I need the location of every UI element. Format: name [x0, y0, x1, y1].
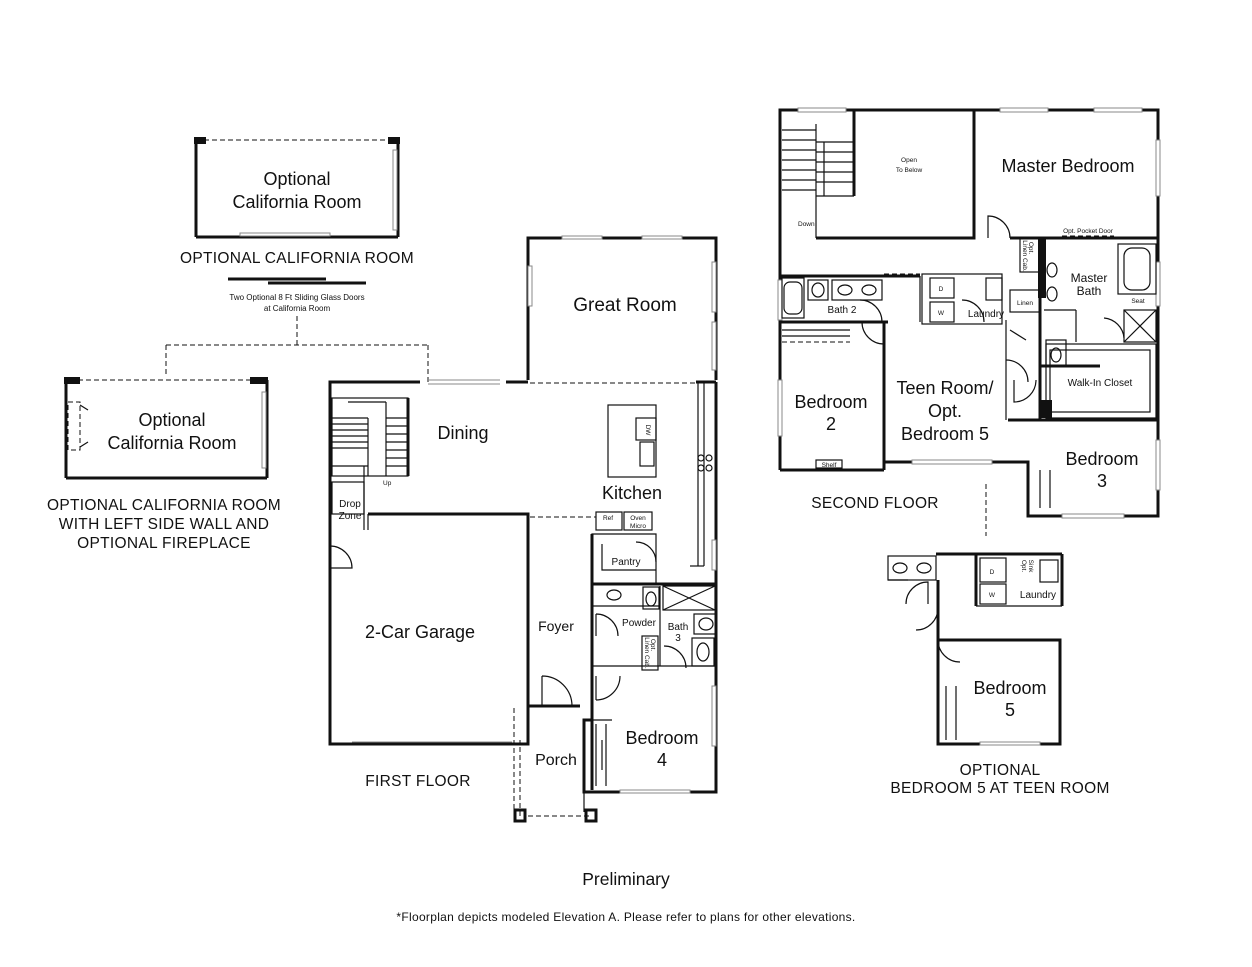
bedroom2-label-line2: 2 — [826, 414, 836, 434]
kitchen-label: Kitchen — [602, 483, 662, 503]
cr-left-room-line2: California Room — [107, 433, 236, 453]
shelf-label: Shelf — [822, 462, 837, 469]
opt-pocket-door-label: Opt. Pocket Door — [1063, 228, 1114, 235]
linen-label: Linen — [1017, 300, 1033, 307]
cr-top-caption: OPTIONAL CALIFORNIA ROOM — [180, 250, 414, 267]
washer-label: W — [938, 310, 945, 317]
opt-bedroom5-caption-line1: OPTIONAL — [960, 762, 1041, 779]
sliding-door-symbol — [228, 277, 366, 285]
powder-label: Powder — [622, 618, 657, 629]
opt-sink-line2: Sink — [1027, 560, 1034, 573]
opt-linen-cab-label-line2: Linen Cab. — [643, 637, 650, 669]
optional-bedroom5-plan — [887, 484, 1064, 746]
preliminary-label: Preliminary — [582, 869, 670, 889]
note-leader-lines — [165, 316, 429, 382]
bedroom5-label-line1: Bedroom — [973, 678, 1046, 698]
cr-left-caption-line3: OPTIONAL FIREPLACE — [77, 535, 251, 552]
bedroom4-label-line1: Bedroom — [625, 728, 698, 748]
dining-label: Dining — [437, 423, 488, 443]
drop-zone-label-line1: Drop — [339, 499, 361, 510]
sliding-doors-note-line2: at California Room — [264, 304, 331, 313]
cr-left-caption-line1: OPTIONAL CALIFORNIA ROOM — [47, 497, 281, 514]
micro-label: Micro — [630, 523, 646, 530]
stair-down-label: Down — [798, 221, 815, 228]
second-floor-caption: SECOND FLOOR — [811, 495, 939, 512]
opt-dryer-label: D — [990, 569, 995, 576]
garage-label: 2-Car Garage — [365, 622, 475, 642]
bedroom3-label-line2: 3 — [1097, 471, 1107, 491]
foyer-label: Foyer — [538, 618, 574, 634]
cr-left-room-line1: Optional — [138, 410, 205, 430]
optional-california-room-top — [194, 137, 400, 239]
great-room-label: Great Room — [573, 295, 676, 316]
master-bath-label-line2: Bath — [1077, 284, 1102, 298]
master-bath-label-line1: Master — [1071, 271, 1108, 285]
laundry-label: Laundry — [968, 309, 1004, 320]
drop-zone-label-line2: Zone — [339, 511, 362, 522]
cr-top-room-line1: Optional — [263, 169, 330, 189]
bedroom5-label-line2: 5 — [1005, 700, 1015, 720]
first-floor-caption: FIRST FLOOR — [365, 773, 471, 790]
dishwasher-label: DW — [644, 425, 651, 437]
pantry-label: Pantry — [612, 557, 641, 568]
teen-room-label-line2: Opt. — [928, 401, 962, 421]
opt-linen-cab2-line1: Opt. — [1027, 242, 1034, 254]
opt-linen-cab-label-line1: Opt. — [649, 639, 656, 651]
second-floor-walls — [777, 107, 1161, 519]
bedroom3-label-line1: Bedroom — [1065, 449, 1138, 469]
bath3-label-line2: 3 — [675, 633, 681, 644]
dryer-label: D — [939, 286, 944, 293]
opt-bedroom5-caption-line2: BEDROOM 5 AT TEEN ROOM — [890, 780, 1109, 797]
sliding-doors-note-line1: Two Optional 8 Ft Sliding Glass Doors — [229, 293, 364, 302]
opt-washer-label: W — [989, 592, 996, 599]
oven-label: Oven — [630, 515, 646, 522]
optional-california-room-left — [64, 377, 269, 480]
bath2-label: Bath 2 — [828, 305, 857, 316]
cr-top-room-line2: California Room — [232, 192, 361, 212]
seat-label: Seat — [1131, 298, 1145, 305]
cr-left-caption-line2: WITH LEFT SIDE WALL AND — [59, 516, 269, 533]
first-floor-walls — [328, 235, 718, 823]
master-bedroom-label: Master Bedroom — [1001, 156, 1134, 176]
bedroom2-label-line1: Bedroom — [794, 392, 867, 412]
ref-label: Ref — [603, 515, 613, 522]
open-to-below-line1: Open — [901, 157, 917, 164]
opt-laundry-label: Laundry — [1020, 590, 1056, 601]
teen-room-label-line1: Teen Room/ — [896, 378, 993, 398]
porch-label: Porch — [535, 752, 577, 769]
disclaimer-text: *Floorplan depicts modeled Elevation A. … — [396, 910, 855, 924]
opt-linen-cab2-line2: Linen Cab. — [1021, 240, 1028, 272]
stair-up-label: Up — [383, 480, 392, 487]
walk-in-closet-label: Walk-In Closet — [1068, 378, 1133, 389]
teen-room-label-line3: Bedroom 5 — [901, 424, 989, 444]
bath3-label-line1: Bath — [668, 622, 689, 633]
open-to-below-line2: To Below — [896, 167, 923, 174]
opt-sink-line1: Opt. — [1020, 560, 1027, 572]
bedroom4-label-line2: 4 — [657, 750, 667, 770]
